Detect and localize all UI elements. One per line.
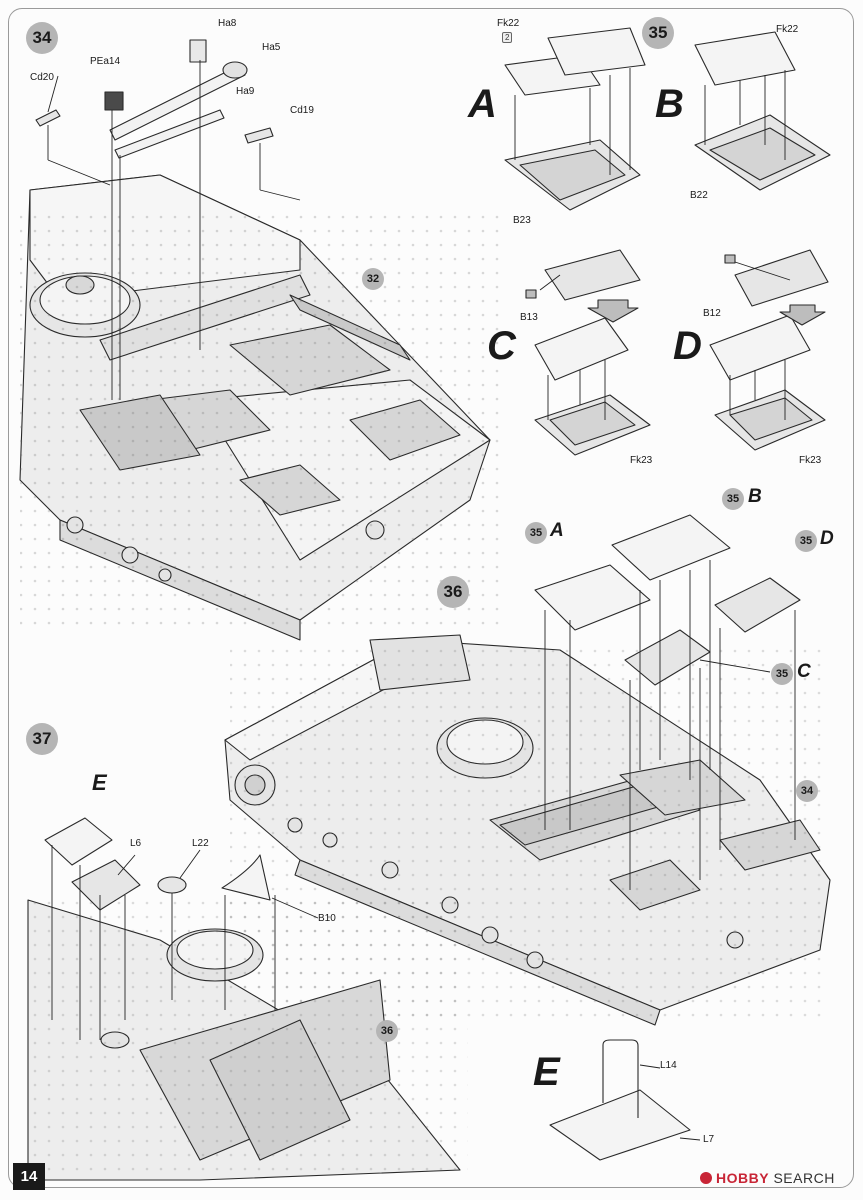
ref-35-a-letter: A	[550, 520, 564, 541]
watermark-logo: HOBBY	[716, 1170, 770, 1186]
variant-d-label: D	[673, 324, 702, 368]
step35-ab-leaders	[514, 68, 786, 175]
part-ha5: Ha5	[262, 42, 281, 53]
variant-e-label: E	[533, 1050, 560, 1094]
ref-35-d-letter: D	[820, 528, 834, 549]
ref-35-c: 35	[771, 663, 793, 685]
part-fk23-b: Fk23	[799, 455, 822, 466]
part-ha8: Ha8	[218, 18, 237, 29]
ref-step-34: 34	[796, 780, 818, 802]
step35-cd	[525, 249, 829, 456]
part-cd20: Cd20	[30, 72, 54, 83]
variant-a-label: A	[468, 82, 497, 126]
part-l14: L14	[660, 1060, 677, 1071]
ref-35-c-letter: C	[797, 661, 811, 682]
step34-parts	[35, 39, 274, 159]
variant-b-label: B	[655, 82, 684, 126]
part-l6: L6	[130, 838, 142, 849]
part-b13: B13	[520, 312, 538, 323]
page-number: 14	[13, 1163, 45, 1190]
step35-cd-leaders	[539, 261, 791, 420]
ref-35-b: 35	[722, 488, 744, 510]
variant-c-label: C	[487, 324, 516, 368]
part-b22: B22	[690, 190, 708, 201]
step37-hull	[27, 817, 691, 1181]
step-number-35: 35	[642, 17, 674, 49]
part-fk23-a: Fk23	[630, 455, 653, 466]
step-number-37: 37	[26, 723, 58, 755]
part-fk22-b: Fk22	[776, 24, 799, 35]
step34-leaders	[47, 60, 301, 400]
step37-leaders	[51, 845, 701, 1141]
ref-35-a: 35	[525, 522, 547, 544]
part-fk22-a: Fk22	[497, 18, 520, 29]
step35-ab	[504, 27, 831, 211]
step37-variant-e-label: E	[92, 770, 107, 795]
step-number-34: 34	[26, 22, 58, 54]
part-ha9: Ha9	[236, 86, 255, 97]
ref-step-36: 36	[376, 1020, 398, 1042]
part-cd19: Cd19	[290, 105, 314, 116]
step36-leaders	[544, 560, 796, 890]
part-l7: L7	[703, 1134, 715, 1145]
ref-step-32: 32	[362, 268, 384, 290]
ref-35-b-letter: B	[748, 486, 762, 507]
watermark-text: SEARCH	[773, 1170, 835, 1186]
page-frame	[8, 8, 854, 1188]
part-l22: L22	[192, 838, 209, 849]
ref-35-d: 35	[795, 530, 817, 552]
watermark: HOBBY SEARCH	[708, 1170, 835, 1186]
quantity-badge: 2	[502, 32, 513, 43]
part-b12: B12	[703, 308, 721, 319]
part-b10: B10	[318, 913, 336, 924]
step34-hull	[19, 174, 500, 641]
watermark-logo-icon	[700, 1172, 712, 1184]
part-b23: B23	[513, 215, 531, 226]
part-pea14: PEa14	[90, 56, 121, 67]
step-number-36: 36	[437, 576, 469, 608]
